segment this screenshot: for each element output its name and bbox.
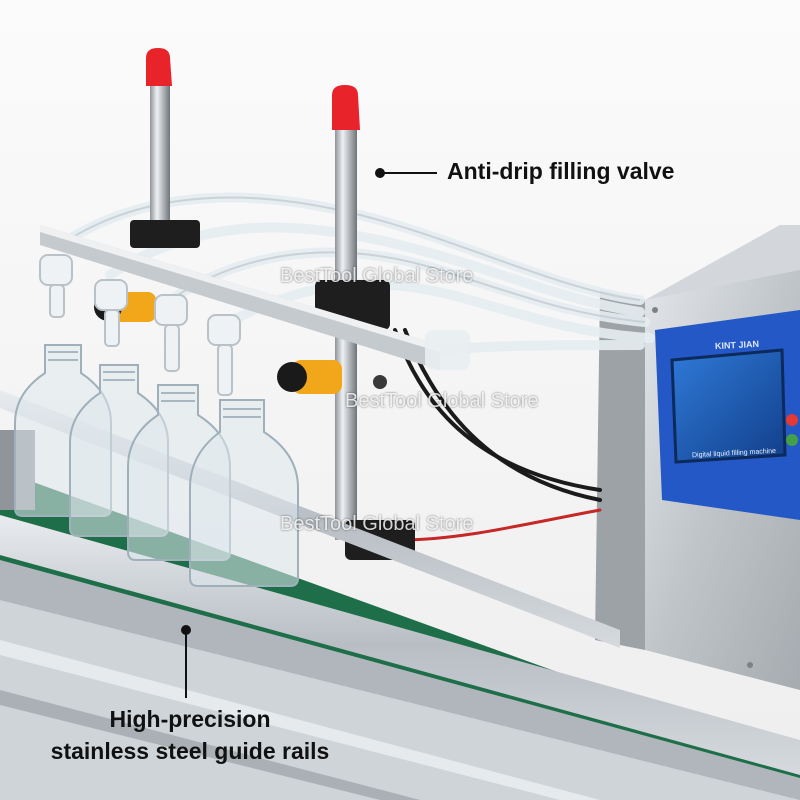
- red-cap: [146, 48, 172, 86]
- rails-callout-line-2: stainless steel guide rails: [50, 738, 330, 764]
- control-box: [595, 225, 800, 690]
- leader-line-rails: [181, 625, 191, 698]
- watermark: BestTool Global Store: [280, 513, 474, 535]
- lcd-screen: [670, 348, 787, 464]
- bottles: [14, 344, 299, 587]
- support-rod-left: [130, 48, 200, 248]
- watermark: BestTool Global Store: [280, 265, 474, 287]
- rails-callout-line-1: High-precision: [109, 706, 271, 732]
- rails-callout-label: High-precision stainless steel guide rai…: [20, 703, 360, 767]
- red-cap: [332, 85, 360, 130]
- indicator-light: [786, 434, 798, 446]
- valve-callout-label: Anti-drip filling valve: [447, 158, 675, 184]
- watermark: BestTool Global Store: [345, 390, 539, 412]
- bottle: [189, 399, 299, 587]
- filling-nozzles: [39, 254, 241, 396]
- nozzle-bar: [40, 225, 470, 370]
- indicator-light: [786, 414, 798, 426]
- leader-line-valve: [375, 168, 437, 178]
